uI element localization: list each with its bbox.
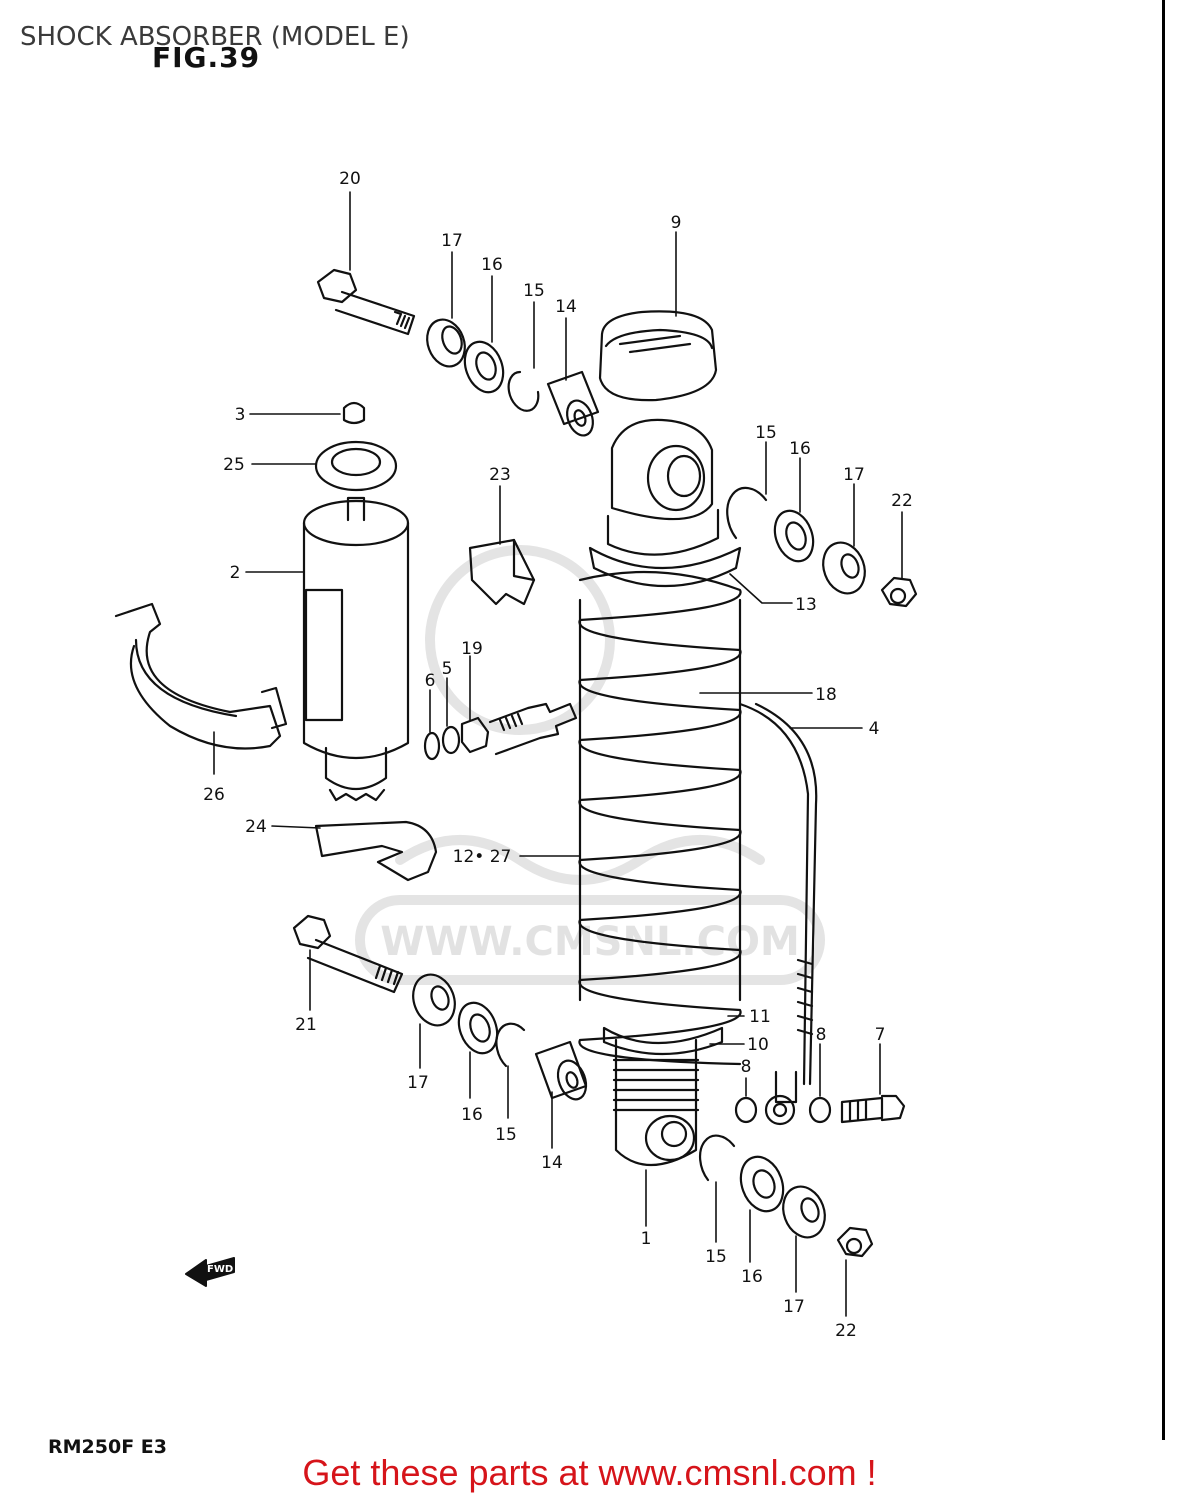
callout-labels: 20 17 16 15 14 9 3 25 2 23 15 16 17 22 1… — [203, 169, 913, 1341]
callout-8: 8 — [741, 1057, 752, 1077]
callout-12-27: 12• 27 — [453, 847, 512, 867]
part-7-banjo-bolt — [840, 1094, 906, 1124]
fwd-arrow-icon — [185, 1257, 235, 1287]
watermark-text: WWW.CMSNL.COM — [380, 919, 800, 965]
callout-16: 16 — [789, 439, 811, 459]
part-5-washer — [441, 725, 461, 755]
part-15-circlip-lower-right — [698, 1134, 736, 1182]
callout-17: 17 — [441, 231, 463, 251]
callout-15: 15 — [755, 423, 777, 443]
callout-15: 15 — [495, 1125, 517, 1145]
callout-22: 22 — [891, 491, 913, 511]
part-18-spring — [578, 570, 742, 1066]
callout-15: 15 — [705, 1247, 727, 1267]
part-17-collar-lower-right — [782, 1185, 826, 1239]
callout-19: 19 — [461, 639, 483, 659]
page-border-right — [1162, 0, 1165, 1440]
part-17-collar-right — [822, 541, 866, 595]
callout-23: 23 — [489, 465, 511, 485]
part-4-hose — [738, 702, 818, 1104]
callout-14: 14 — [555, 297, 577, 317]
part-21-bolt — [292, 914, 404, 994]
fwd-label: FWD — [207, 1264, 233, 1275]
part-17-collar-lower-left — [412, 973, 456, 1027]
callout-2: 2 — [230, 563, 241, 583]
callout-11: 11 — [749, 1007, 771, 1027]
part-16-seal-right — [773, 509, 815, 563]
callout-17: 17 — [783, 1297, 805, 1317]
part-15-circlip-upper — [507, 370, 540, 412]
part-22-nut-lower — [836, 1226, 874, 1258]
part-9-cover — [598, 310, 718, 402]
callout-15: 15 — [523, 281, 545, 301]
part-22-nut-upper — [880, 576, 918, 608]
callout-4: 4 — [869, 719, 880, 739]
part-23-rubber-stop — [468, 538, 536, 606]
page-title: SHOCK ABSORBER (MODEL E) — [20, 22, 410, 52]
callout-18: 18 — [815, 685, 837, 705]
part-15-circlip-right — [726, 486, 768, 540]
callout-3: 3 — [235, 405, 246, 425]
callout-16: 16 — [741, 1267, 763, 1287]
part-14-bearing-upper — [546, 370, 600, 437]
footer-parts-link[interactable]: Get these parts at www.cmsnl.com ! — [302, 1452, 877, 1493]
callout-7: 7 — [875, 1025, 886, 1045]
part-25-washer — [314, 440, 398, 492]
part-banjo-fitting — [764, 1094, 796, 1126]
callout-26: 26 — [203, 785, 225, 805]
callout-16: 16 — [481, 255, 503, 275]
watermark-logo — [355, 545, 825, 985]
callout-20: 20 — [339, 169, 361, 189]
callout-6: 6 — [425, 671, 436, 691]
part-19-adjuster-bolt — [488, 702, 578, 756]
callout-14: 14 — [541, 1153, 563, 1173]
figure-label: FIG.39 — [152, 41, 261, 74]
part-2-reservoir — [302, 496, 410, 802]
leader-lines — [213, 191, 903, 1317]
callout-13: 13 — [795, 595, 817, 615]
callout-17: 17 — [407, 1073, 429, 1093]
part-6-washer — [423, 731, 441, 761]
part-26-clamp-band — [114, 602, 288, 750]
part-16-seal-upper — [463, 340, 505, 394]
callout-9: 9 — [671, 213, 682, 233]
callout-5: 5 — [442, 659, 453, 679]
part-16-seal-lower-right — [739, 1155, 785, 1213]
callout-22: 22 — [835, 1321, 857, 1341]
part-3-valve-cap — [342, 401, 366, 425]
model-code: RM250F E3 — [48, 1436, 167, 1458]
part-14-bearing-lower — [534, 1040, 588, 1101]
callout-17: 17 — [843, 465, 865, 485]
part-15-circlip-lower-left — [495, 1022, 526, 1068]
part-24-bracket — [314, 820, 438, 882]
part-20-bolt — [316, 268, 416, 336]
callout-10: 10 — [747, 1035, 769, 1055]
callout-21: 21 — [295, 1015, 317, 1035]
callout-25: 25 — [223, 455, 245, 475]
part-8-washer-left — [734, 1096, 758, 1124]
callout-1: 1 — [641, 1229, 652, 1249]
callout-24: 24 — [245, 817, 267, 837]
part-8-washer-right — [808, 1096, 832, 1124]
callout-8: 8 — [816, 1025, 827, 1045]
part-17-collar-upper — [426, 318, 466, 368]
callout-16: 16 — [461, 1105, 483, 1125]
part-19-nut — [460, 716, 490, 754]
part-16-seal-lower-left — [457, 1001, 499, 1055]
